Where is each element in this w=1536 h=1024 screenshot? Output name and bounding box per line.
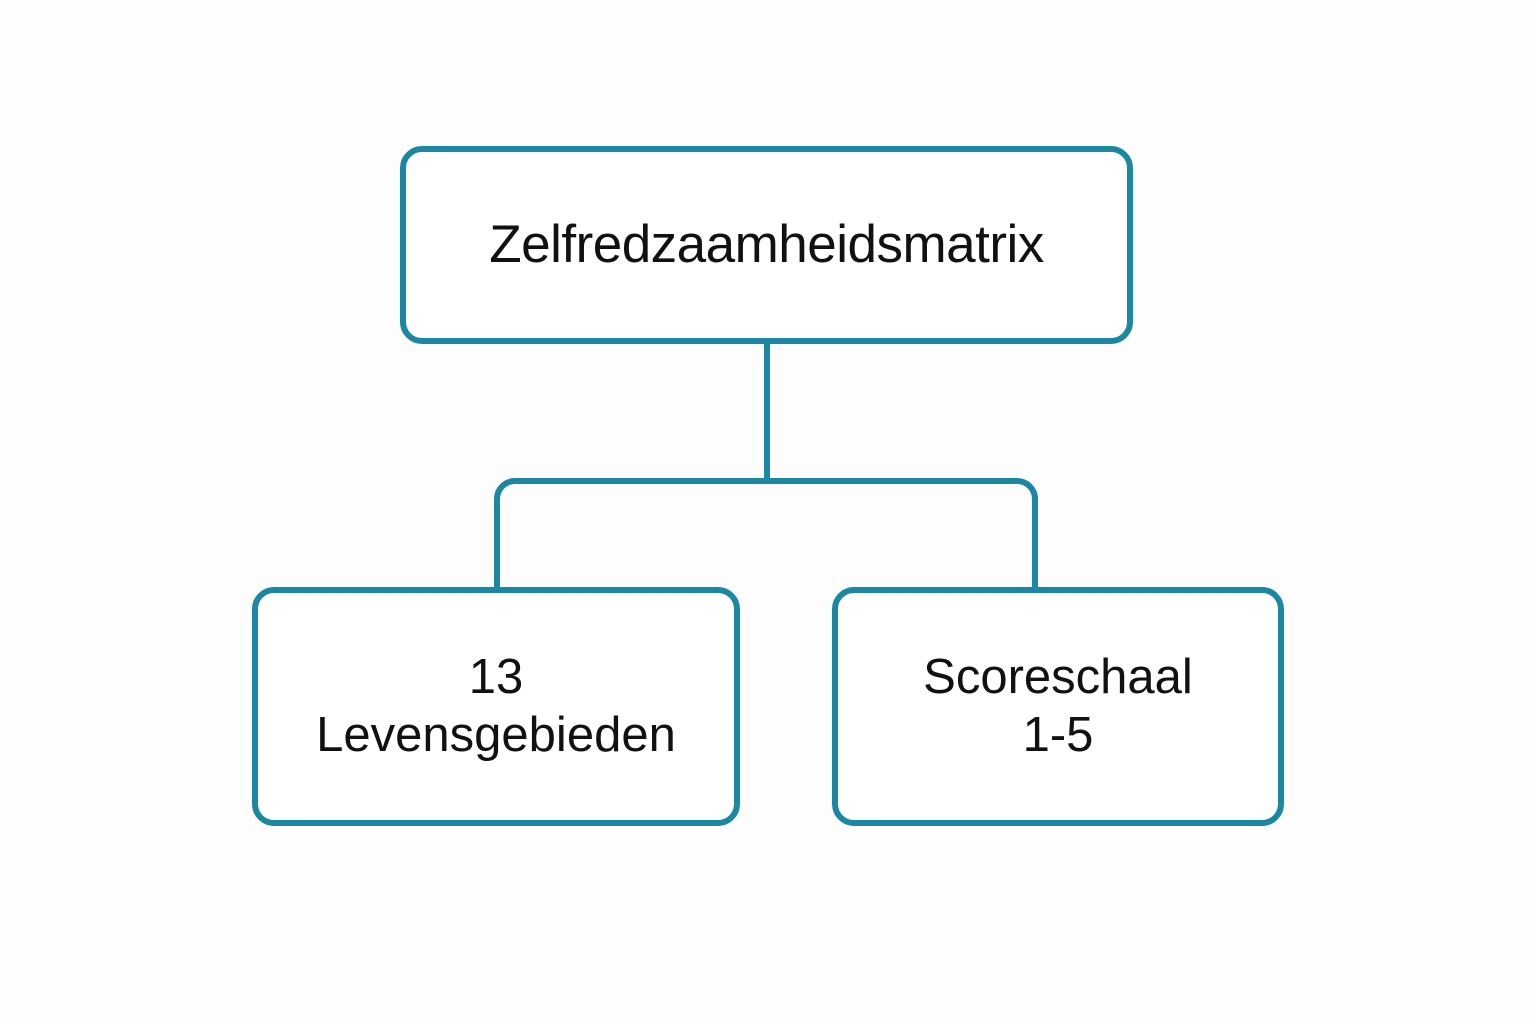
node-child-scoreschaal[interactable]: Scoreschaal 1-5 xyxy=(832,587,1284,826)
node-root-label: Zelfredzaamheidsmatrix xyxy=(489,214,1044,274)
node-child-scoreschaal-label: Scoreschaal 1-5 xyxy=(923,649,1193,762)
node-root-zelfredzaamheidsmatrix[interactable]: Zelfredzaamheidsmatrix xyxy=(400,146,1133,344)
node-child-levensgebieden[interactable]: 13 Levensgebieden xyxy=(252,587,740,826)
node-child-levensgebieden-label: 13 Levensgebieden xyxy=(316,649,676,762)
connector-root-to-left-child xyxy=(494,478,767,587)
connector-root-to-right-child xyxy=(767,478,1038,587)
